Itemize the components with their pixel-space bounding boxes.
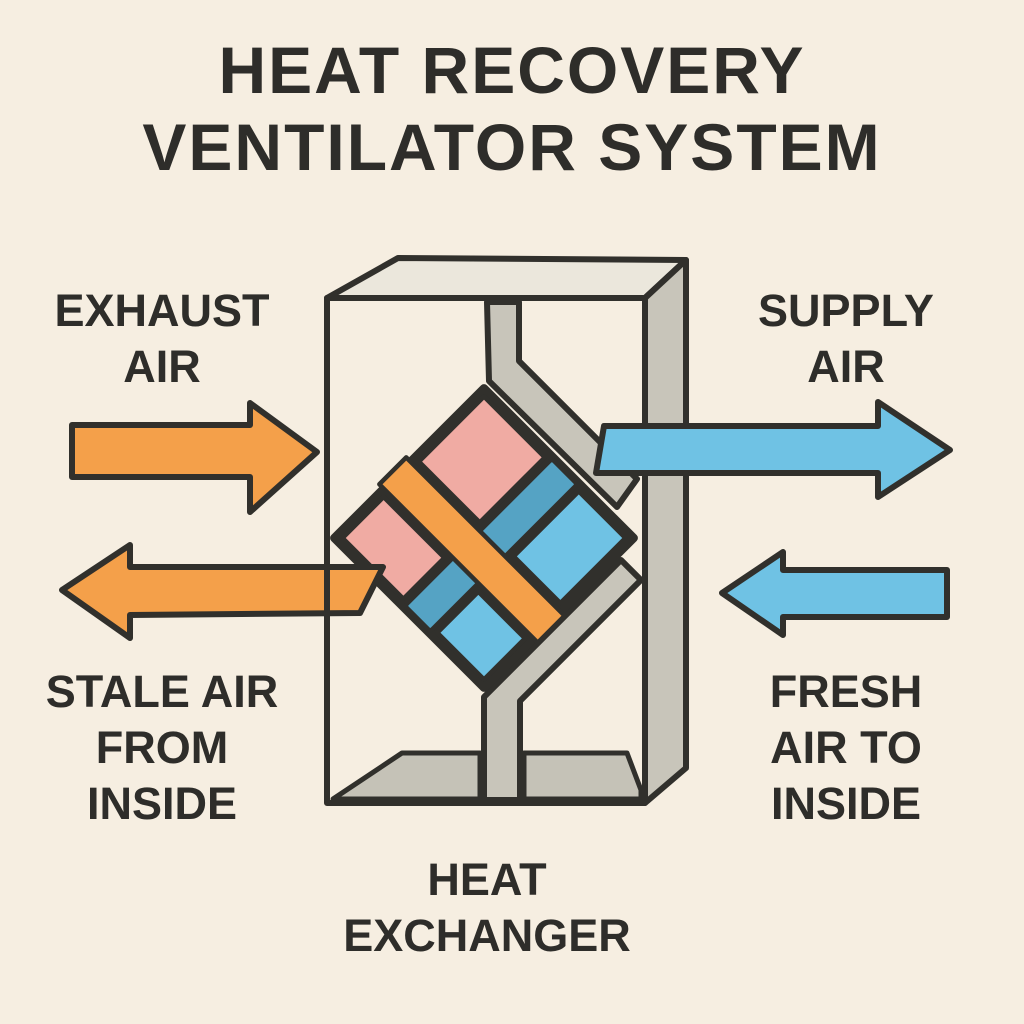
exhaust-air-arrow — [69, 400, 320, 515]
core-cool-panel-bottom — [435, 589, 528, 682]
fresh-air-arrow — [719, 549, 950, 638]
exchanger-box-right-face — [642, 257, 689, 806]
core-warm-panel-top — [416, 394, 548, 525]
title-line-1: HEAT RECOVERY — [218, 33, 806, 107]
diagram-title: HEAT RECOVERY VENTILATOR SYSTEM — [0, 32, 1024, 186]
exchanger-box-front-face — [324, 295, 648, 806]
fresh-air-label: FRESH AIR TO INSIDE — [769, 666, 923, 829]
box-bottom-face-right — [521, 750, 644, 802]
stale-air-label: STALE AIR FROM INSIDE — [45, 666, 279, 829]
core-cool-panel-right — [511, 489, 628, 606]
supply-air-arrow — [593, 399, 953, 500]
title-line-2: VENTILATOR SYSTEM — [142, 110, 882, 184]
supply-air-label: SUPPLY AIR — [758, 285, 934, 392]
box-bottom-face-left — [330, 750, 483, 802]
heat-exchanger-core — [330, 384, 638, 692]
stale-air-arrow — [59, 542, 386, 641]
exchanger-box-top-face — [324, 255, 689, 301]
heat-exchanger-label: HEAT EXCHANGER — [343, 854, 631, 961]
core-stale-air-channel — [377, 455, 567, 645]
exhaust-air-label: EXHAUST AIR — [54, 285, 270, 392]
